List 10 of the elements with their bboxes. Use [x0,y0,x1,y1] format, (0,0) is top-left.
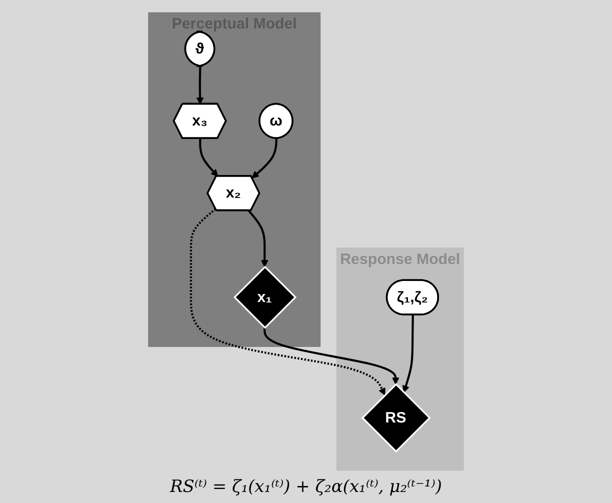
node-diamond: RS [361,383,431,453]
arrow [196,66,204,104]
node-diamond: x₁ [233,266,297,329]
arrow [252,138,278,178]
arrow [199,138,218,177]
formula-note: RS⁽ᵗ⁾ = ζ₁(x₁⁽ᵗ⁾) + ζ₂α(x₁⁽ᵗ⁾, μ₂⁽ᵗ⁻¹⁾) [170,477,442,497]
arrow [248,210,268,268]
arrow [190,208,386,396]
arrow [402,314,414,393]
arrow [264,328,400,385]
